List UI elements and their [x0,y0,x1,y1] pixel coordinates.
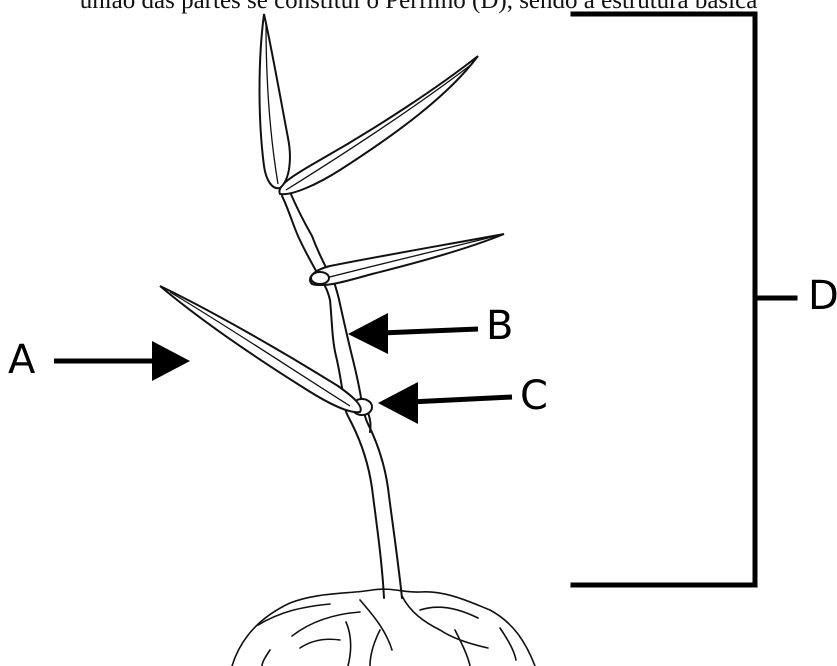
bracket-d [573,14,795,585]
arrow-a [54,341,190,381]
label-c: C [520,376,548,416]
arrow-c [378,382,512,424]
arrow-b [348,313,478,354]
soil-clump [232,589,535,666]
label-a: A [8,340,35,380]
label-b: B [486,306,513,346]
leaf-upper-right [279,56,478,194]
leaf-top [260,14,290,188]
leaf-middle [310,234,504,285]
label-d: D [808,276,837,316]
